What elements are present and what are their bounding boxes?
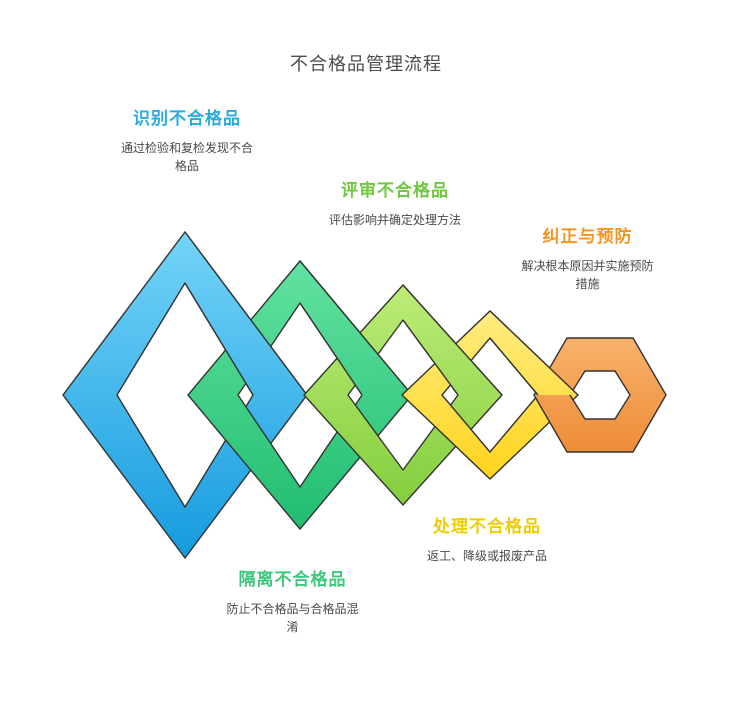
stage3-title: 隔离不合格品 xyxy=(238,570,347,589)
stage5-ribbon xyxy=(533,337,667,453)
stage2-description: 评估影响并确定处理方法 xyxy=(328,213,461,227)
stage4-description: 返工、降级或报废产品 xyxy=(426,549,547,563)
stage1-title: 识别不合格品 xyxy=(133,109,241,128)
stage5-title: 纠正与预防 xyxy=(542,227,633,246)
stage1-label-block: 识别不合格品 通过检验和复检发现不合格品 xyxy=(102,104,272,175)
stage4-label-block: 处理不合格品 返工、降级或报废产品 xyxy=(402,512,572,565)
stage2-weave-patch xyxy=(299,260,413,396)
page-title: 不合格品管理流程 xyxy=(290,54,442,74)
stage3-weave-patch xyxy=(402,284,503,396)
stage2-label-block: 评审不合格品 评估影响并确定处理方法 xyxy=(310,176,480,229)
stage3-label-block: 隔离不合格品 防止不合格品与合格品混淆 xyxy=(210,565,375,636)
stage4-weave-patch xyxy=(489,310,579,396)
stage2-title: 评审不合格品 xyxy=(341,181,449,200)
stage3-description: 防止不合格品与合格品混淆 xyxy=(226,602,359,634)
stage1-weave-patch xyxy=(184,231,308,396)
stage4-title: 处理不合格品 xyxy=(433,517,541,536)
stage1-description: 通过检验和复检发现不合格品 xyxy=(120,141,253,173)
stage5-label-block: 纠正与预防 解决根本原因并实施预防措施 xyxy=(505,222,670,293)
stage5-description: 解决根本原因并实施预防措施 xyxy=(521,259,654,291)
